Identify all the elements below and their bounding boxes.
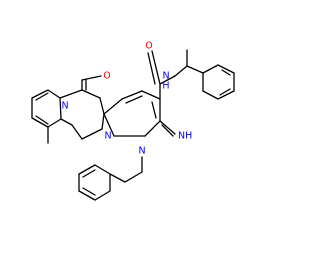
bond-line — [202, 64, 219, 74]
bond-line — [221, 69, 231, 76]
bond-lines — [31, 49, 235, 201]
bond-line — [71, 124, 83, 140]
bond-line — [82, 187, 96, 196]
bond-line — [31, 117, 49, 128]
bond-line — [47, 118, 62, 128]
atom-imino-nh: NH — [178, 131, 192, 142]
bond-line — [147, 52, 156, 85]
bond-line — [60, 118, 73, 126]
bond-line — [124, 171, 143, 183]
bond-line — [78, 164, 96, 175]
atom-nitrogen-amide: N — [162, 71, 169, 82]
bond-line — [109, 173, 126, 183]
bond-line — [151, 101, 157, 119]
bond-line — [103, 113, 115, 137]
bond-line — [35, 115, 49, 125]
bond-line — [35, 92, 49, 101]
bond-line — [94, 190, 111, 201]
atom-oxygen-amide: O — [145, 41, 152, 52]
bond-line — [151, 50, 161, 85]
bond-line — [101, 113, 105, 130]
molecule-canvas: O N N N NH N H O — [31, 41, 235, 201]
bond-line — [82, 169, 96, 178]
molecule-structure-diagram: O N N N NH N H O — [31, 41, 235, 201]
bond-line — [159, 120, 176, 135]
bond-line — [125, 95, 143, 104]
atom-nitrogen-ring-n1: N — [138, 146, 145, 157]
bond-line — [99, 97, 105, 115]
bond-line — [141, 90, 161, 100]
bond-line — [159, 75, 176, 85]
bond-line — [103, 98, 123, 115]
bond-line — [202, 90, 219, 100]
bond-line — [81, 89, 101, 99]
bond-line — [219, 88, 231, 96]
atom-hydrogen-amide: H — [162, 81, 169, 92]
bond-line — [31, 89, 49, 99]
bond-line — [81, 128, 103, 140]
atom-oxygen-carbonyl: O — [103, 71, 110, 82]
bond-line — [94, 164, 111, 175]
bond-line — [47, 89, 61, 99]
bond-line — [217, 90, 235, 100]
bond-line — [217, 64, 235, 74]
atom-nitrogen-ring-top: N — [61, 101, 68, 112]
bond-line — [186, 65, 204, 74]
bond-line — [144, 120, 161, 137]
bond-line — [59, 89, 83, 99]
bond-line — [161, 124, 174, 137]
bond-line — [78, 190, 96, 201]
atom-nitrogen-ring-mid: N — [104, 131, 111, 142]
bond-line — [81, 75, 102, 81]
bond-line — [59, 97, 62, 120]
bond-line — [121, 90, 143, 100]
bond-line — [174, 65, 188, 77]
